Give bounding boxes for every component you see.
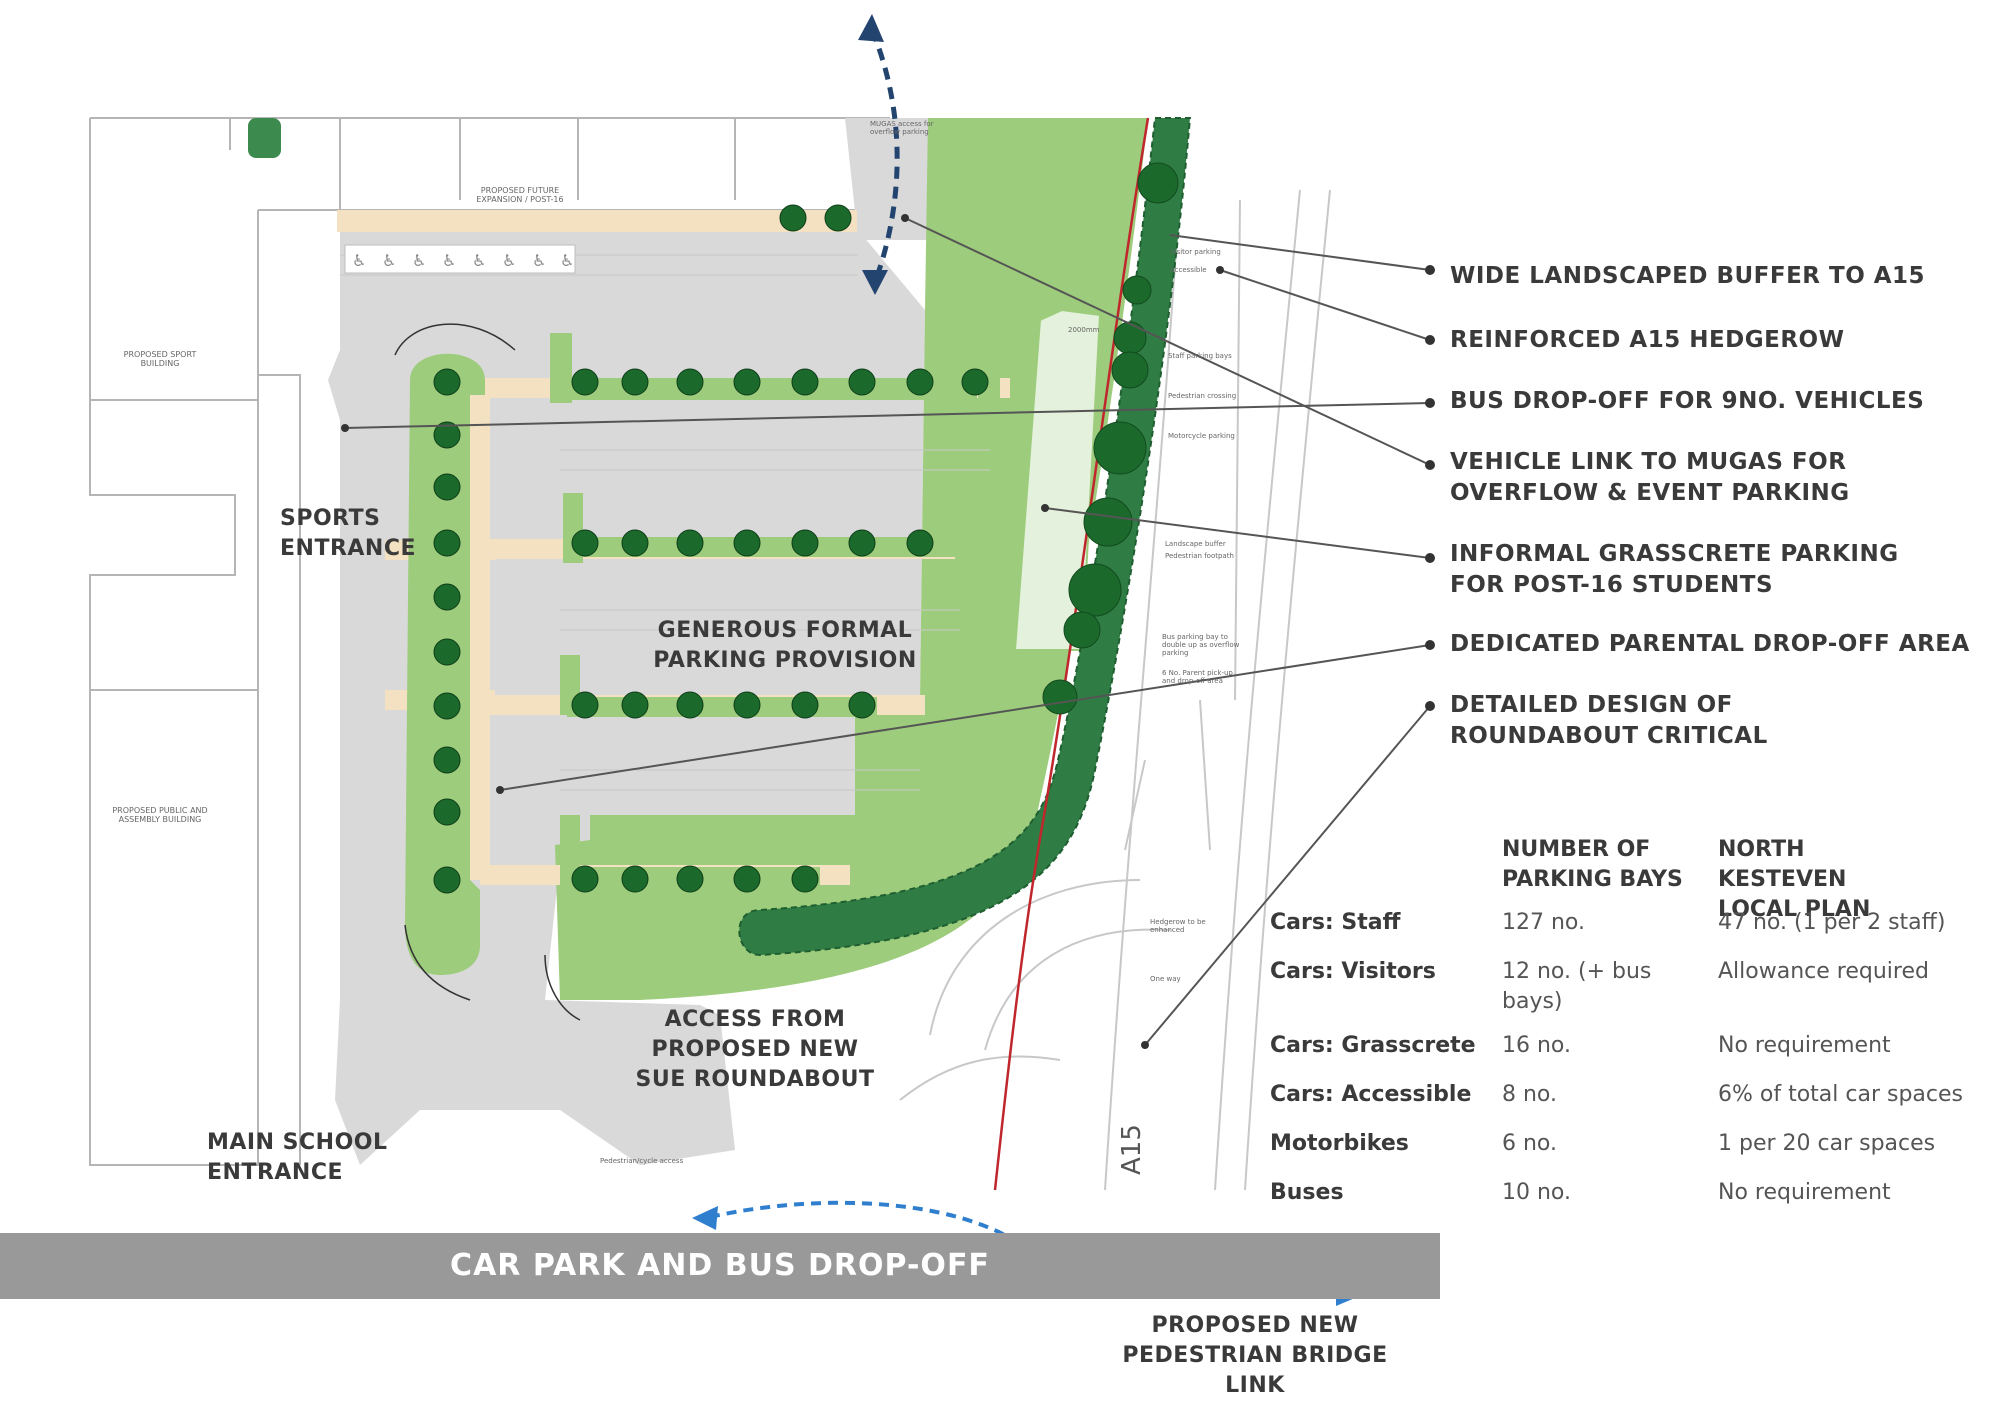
callout-landscaped-buffer: WIDE LANDSCAPED BUFFER TO A15 — [1450, 263, 1926, 289]
sports-entrance-label: SPORTS ENTRANCE — [280, 506, 416, 561]
buffer-trees — [1042, 162, 1179, 715]
bridge-label: PROPOSED NEW PEDESTRIAN BRIDGE LINK — [1122, 1313, 1388, 1398]
callout-mugas-link: VEHICLE LINK TO MUGAS FOR OVERFLOW & EVE… — [1450, 449, 1850, 506]
a15-road-lines — [899, 189, 1331, 1191]
mugas-arrow-head-top — [858, 14, 884, 42]
accessible-bays — [344, 244, 576, 274]
mugas-arrow-head-bottom — [862, 270, 888, 295]
staff-parking-label: Staff parking bays — [1168, 352, 1232, 360]
visitor-parking-label: Visitor parking — [1170, 248, 1221, 256]
callout-roundabout: DETAILED DESIGN OF ROUNDABOUT CRITICAL — [1450, 692, 1768, 749]
parent-pickup-label: 6 No. Parent pick-up and drop-off area — [1162, 669, 1233, 685]
formal-parking-label: GENEROUS FORMAL PARKING PROVISION — [653, 618, 917, 673]
landscaped-buffer — [738, 117, 1192, 957]
table-row-bays: 10 no. — [1502, 1180, 1571, 1205]
bus-bay-label: Bus parking bay to double up as overflow… — [1162, 633, 1240, 657]
motorcycle-label: Motorcycle parking — [1168, 432, 1235, 440]
ped-footpath-label: Pedestrian footpath — [1165, 552, 1234, 560]
callout-grasscrete: INFORMAL GRASSCRETE PARKING FOR POST-16 … — [1450, 541, 1899, 598]
table-row-plan: 6% of total car spaces — [1718, 1082, 1964, 1107]
table-row-plan: No requirement — [1718, 1180, 1891, 1205]
dimension-label: 2000mm — [1068, 326, 1100, 334]
ped-crossing-label: Pedestrian crossing — [1168, 392, 1237, 400]
sport-building-label: PROPOSED SPORT BUILDING — [123, 350, 197, 368]
table-row-plan: 47 no. (1 per 2 staff) — [1718, 910, 1946, 935]
svg-text:♿: ♿ — [352, 251, 366, 270]
table-header-bays: NUMBER OF PARKING BAYS — [1502, 837, 1683, 892]
road-label: A15 — [1117, 1124, 1147, 1175]
site-boundary — [993, 117, 1150, 1191]
callout-a15-hedgerow: REINFORCED A15 HEDGEROW — [1450, 327, 1845, 353]
main-entrance-label: MAIN SCHOOL ENTRANCE — [207, 1130, 388, 1185]
table-row-label: Motorbikes — [1270, 1131, 1409, 1156]
mugas-label: MUGAS access for overflow parking — [870, 120, 934, 136]
table-row-bays: 12 no. (+ bus bays) — [1502, 959, 1652, 1014]
svg-text:♿: ♿ — [560, 251, 574, 270]
mugas-access-road — [845, 118, 935, 240]
parking-bays — [340, 254, 990, 791]
table-row-label: Cars: Visitors — [1270, 959, 1436, 984]
leader-lines — [344, 217, 1431, 1046]
table-row-bays: 16 no. — [1502, 1033, 1571, 1058]
svg-text:♿: ♿ — [472, 251, 486, 270]
planting-block-nw — [248, 118, 281, 158]
svg-text:♿: ♿ — [382, 251, 396, 270]
mugas-link-arrow — [869, 29, 900, 283]
access-label: ACCESS FROM PROPOSED NEW SUE ROUNDABOUT — [635, 1007, 875, 1092]
callout-bus-drop-off: BUS DROP-OFF FOR 9NO. VEHICLES — [1450, 388, 1925, 414]
svg-text:♿: ♿ — [412, 251, 426, 270]
table-row-bays: 8 no. — [1502, 1082, 1557, 1107]
table-row-label: Cars: Accessible — [1270, 1082, 1472, 1107]
public-building-label: PROPOSED PUBLIC AND ASSEMBLY BUILDING — [112, 806, 208, 824]
car-park-trees — [433, 204, 989, 894]
table-row-label: Cars: Staff — [1270, 910, 1401, 935]
grasscrete-parking — [1013, 308, 1102, 651]
table-row-bays: 127 no. — [1502, 910, 1585, 935]
accessible-label: Accessible — [1170, 266, 1207, 274]
table-header-plan: NORTH KESTEVEN LOCAL PLAN — [1718, 837, 1871, 922]
svg-text:♿: ♿ — [532, 251, 546, 270]
accessible-symbols: ♿ ♿ ♿ ♿ ♿ ♿ ♿ ♿ — [352, 251, 574, 270]
table-row-label: Buses — [1270, 1180, 1344, 1205]
leader-dots — [341, 214, 1435, 1049]
bus-bay-zigzag — [340, 395, 355, 900]
bridge-arrow-head-left — [692, 1206, 718, 1230]
callout-parental-drop-off: DEDICATED PARENTAL DROP-OFF AREA — [1450, 631, 1970, 657]
title-banner-text: CAR PARK AND BUS DROP-OFF — [450, 1248, 990, 1283]
landscape-buffer-label: Landscape buffer — [1165, 540, 1226, 548]
table-row-plan: No requirement — [1718, 1033, 1891, 1058]
table-row-bays: 6 no. — [1502, 1131, 1557, 1156]
table-row-plan: Allowance required — [1718, 959, 1929, 984]
table-row-label: Cars: Grasscrete — [1270, 1033, 1476, 1058]
svg-text:♿: ♿ — [442, 251, 456, 270]
circulation-arrows — [394, 323, 581, 1021]
future-expansion-label: PROPOSED FUTURE EXPANSION / POST-16 — [476, 186, 564, 204]
title-banner: CAR PARK AND BUS DROP-OFF — [0, 1233, 1440, 1299]
svg-text:♿: ♿ — [502, 251, 516, 270]
ped-cycle-label: Pedestrian/cycle access — [600, 1157, 684, 1165]
table-row-plan: 1 per 20 car spaces — [1718, 1131, 1936, 1156]
hedgerow-label: Hedgerow to be enhanced — [1150, 918, 1206, 934]
one-way-label: One way — [1150, 975, 1181, 983]
